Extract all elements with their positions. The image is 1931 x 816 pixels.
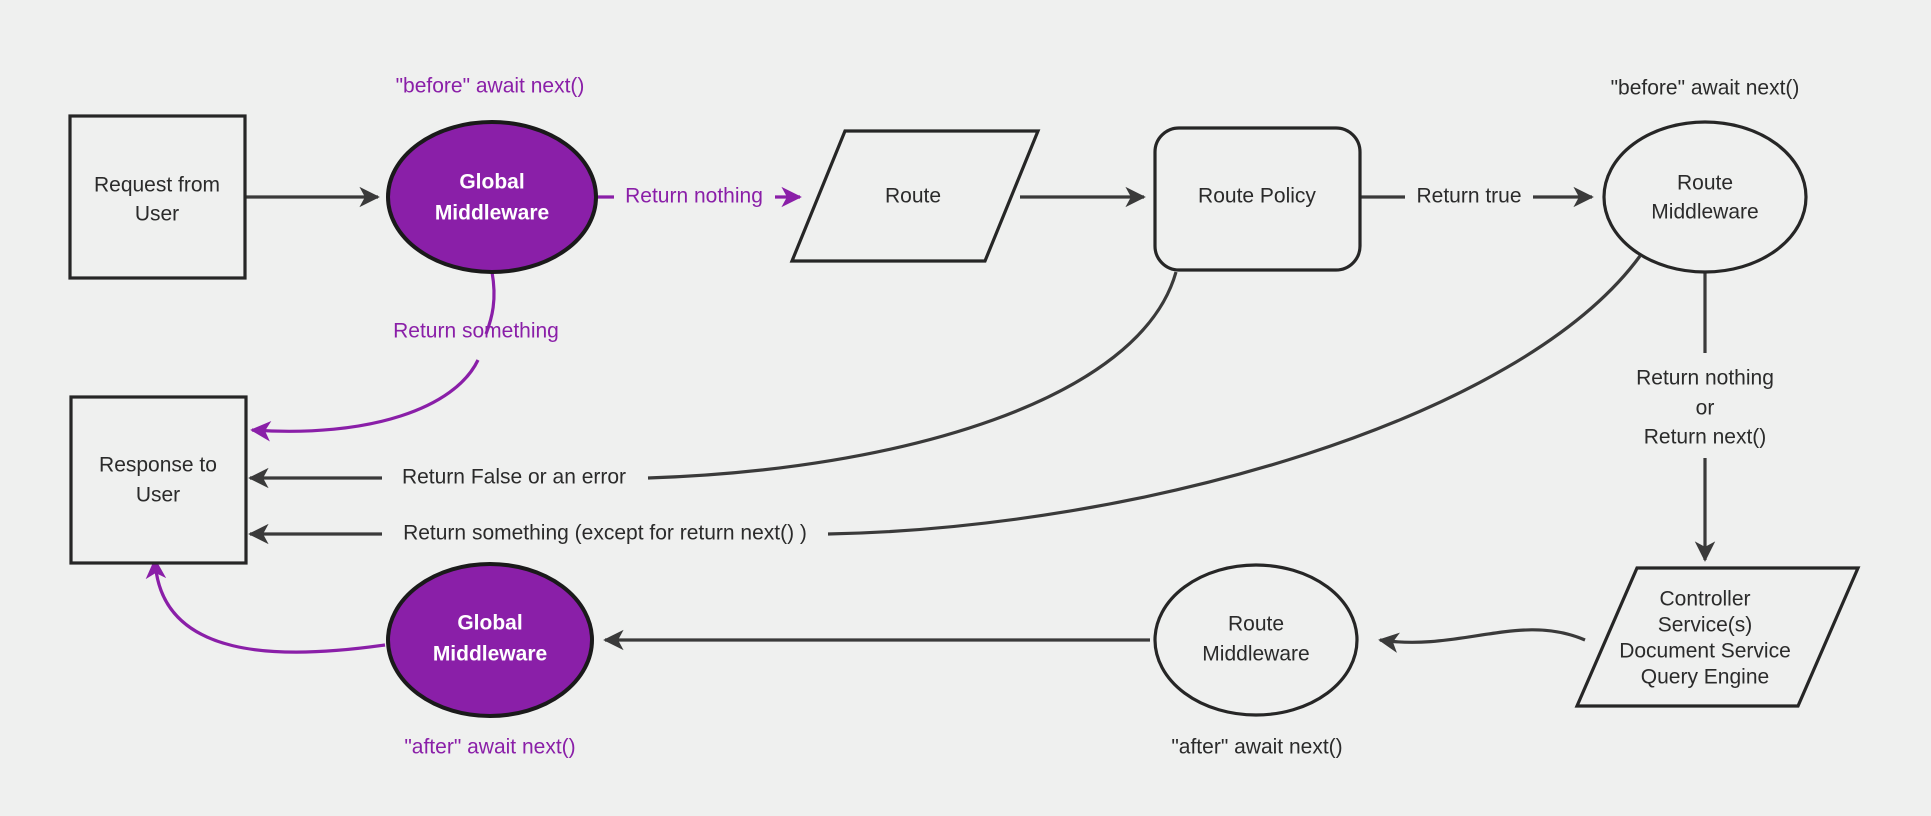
node-route-mw-top-label-line2: Middleware — [1651, 201, 1758, 224]
node-response-to-user[interactable] — [69, 395, 248, 565]
node-controller-label-line1: Controller — [1659, 588, 1750, 611]
node-controller-label-line2: Service(s) — [1658, 614, 1753, 637]
node-global-mw-top-label-line1: Global — [459, 171, 524, 194]
node-route[interactable] — [789, 129, 1041, 263]
node-route-mw-bottom-label-line1: Route — [1228, 613, 1284, 636]
node-global-mw-bottom-label-line2: Middleware — [433, 643, 547, 666]
annotation-after-await-next-right: "after" await next() — [1171, 736, 1342, 759]
node-global-mw-top-label-line2: Middleware — [435, 202, 549, 225]
edge-label-return-something: Return something — [393, 320, 559, 343]
node-route-policy-label: Route Policy — [1198, 185, 1316, 208]
node-route-label: Route — [885, 185, 941, 208]
node-global-mw-bottom-label-line1: Global — [457, 612, 522, 635]
node-route-middleware-bottom[interactable] — [1153, 563, 1359, 717]
edge-global-mw-top-to-response — [484, 271, 496, 335]
edge-label-return-false-or-error: Return False or an error — [402, 466, 626, 489]
node-response-label-line1: Response to — [99, 454, 217, 477]
node-controller-label-line4: Query Engine — [1641, 666, 1769, 689]
node-global-middleware-top[interactable] — [386, 120, 598, 274]
edge-label-return-something-except: Return something (except for return next… — [403, 522, 807, 545]
node-route-middleware-top[interactable] — [1602, 120, 1808, 274]
edge-route-policy-to-response — [647, 271, 1178, 480]
edge-label-return-nothing: Return nothing — [625, 185, 763, 208]
annotation-after-await-next-left: "after" await next() — [404, 736, 575, 759]
node-response-label-line2: User — [136, 484, 180, 507]
edge-global-mw-bottom-to-response — [145, 558, 386, 654]
annotation-before-await-next-right: "before" await next() — [1611, 77, 1800, 100]
node-request-label-line1: Request from — [94, 174, 220, 197]
edge-label-return-nothing-or-next-line2: or — [1696, 397, 1715, 420]
node-global-middleware-bottom[interactable] — [386, 562, 594, 718]
edge-label-return-true: Return true — [1416, 185, 1521, 208]
node-route-policy[interactable] — [1153, 126, 1362, 272]
edge-label-return-nothing-or-next-line1: Return nothing — [1636, 367, 1774, 390]
annotation-before-await-next-left: "before" await next() — [396, 75, 585, 98]
node-controller-label-line3: Document Service — [1619, 640, 1791, 663]
edge-route-mw-to-response — [827, 255, 1642, 536]
node-controller-services[interactable] — [1574, 566, 1861, 708]
node-request-from-user[interactable] — [68, 114, 247, 280]
node-route-mw-top-label-line1: Route — [1677, 172, 1733, 195]
edge-global-mw-top-to-response-tail — [250, 359, 480, 442]
edge-label-return-nothing-or-next-line3: Return next() — [1644, 426, 1767, 449]
node-route-mw-bottom-label-line2: Middleware — [1202, 643, 1309, 666]
node-request-label-line2: User — [135, 203, 179, 226]
edge-controller-to-route-mw-bottom — [1378, 628, 1586, 653]
